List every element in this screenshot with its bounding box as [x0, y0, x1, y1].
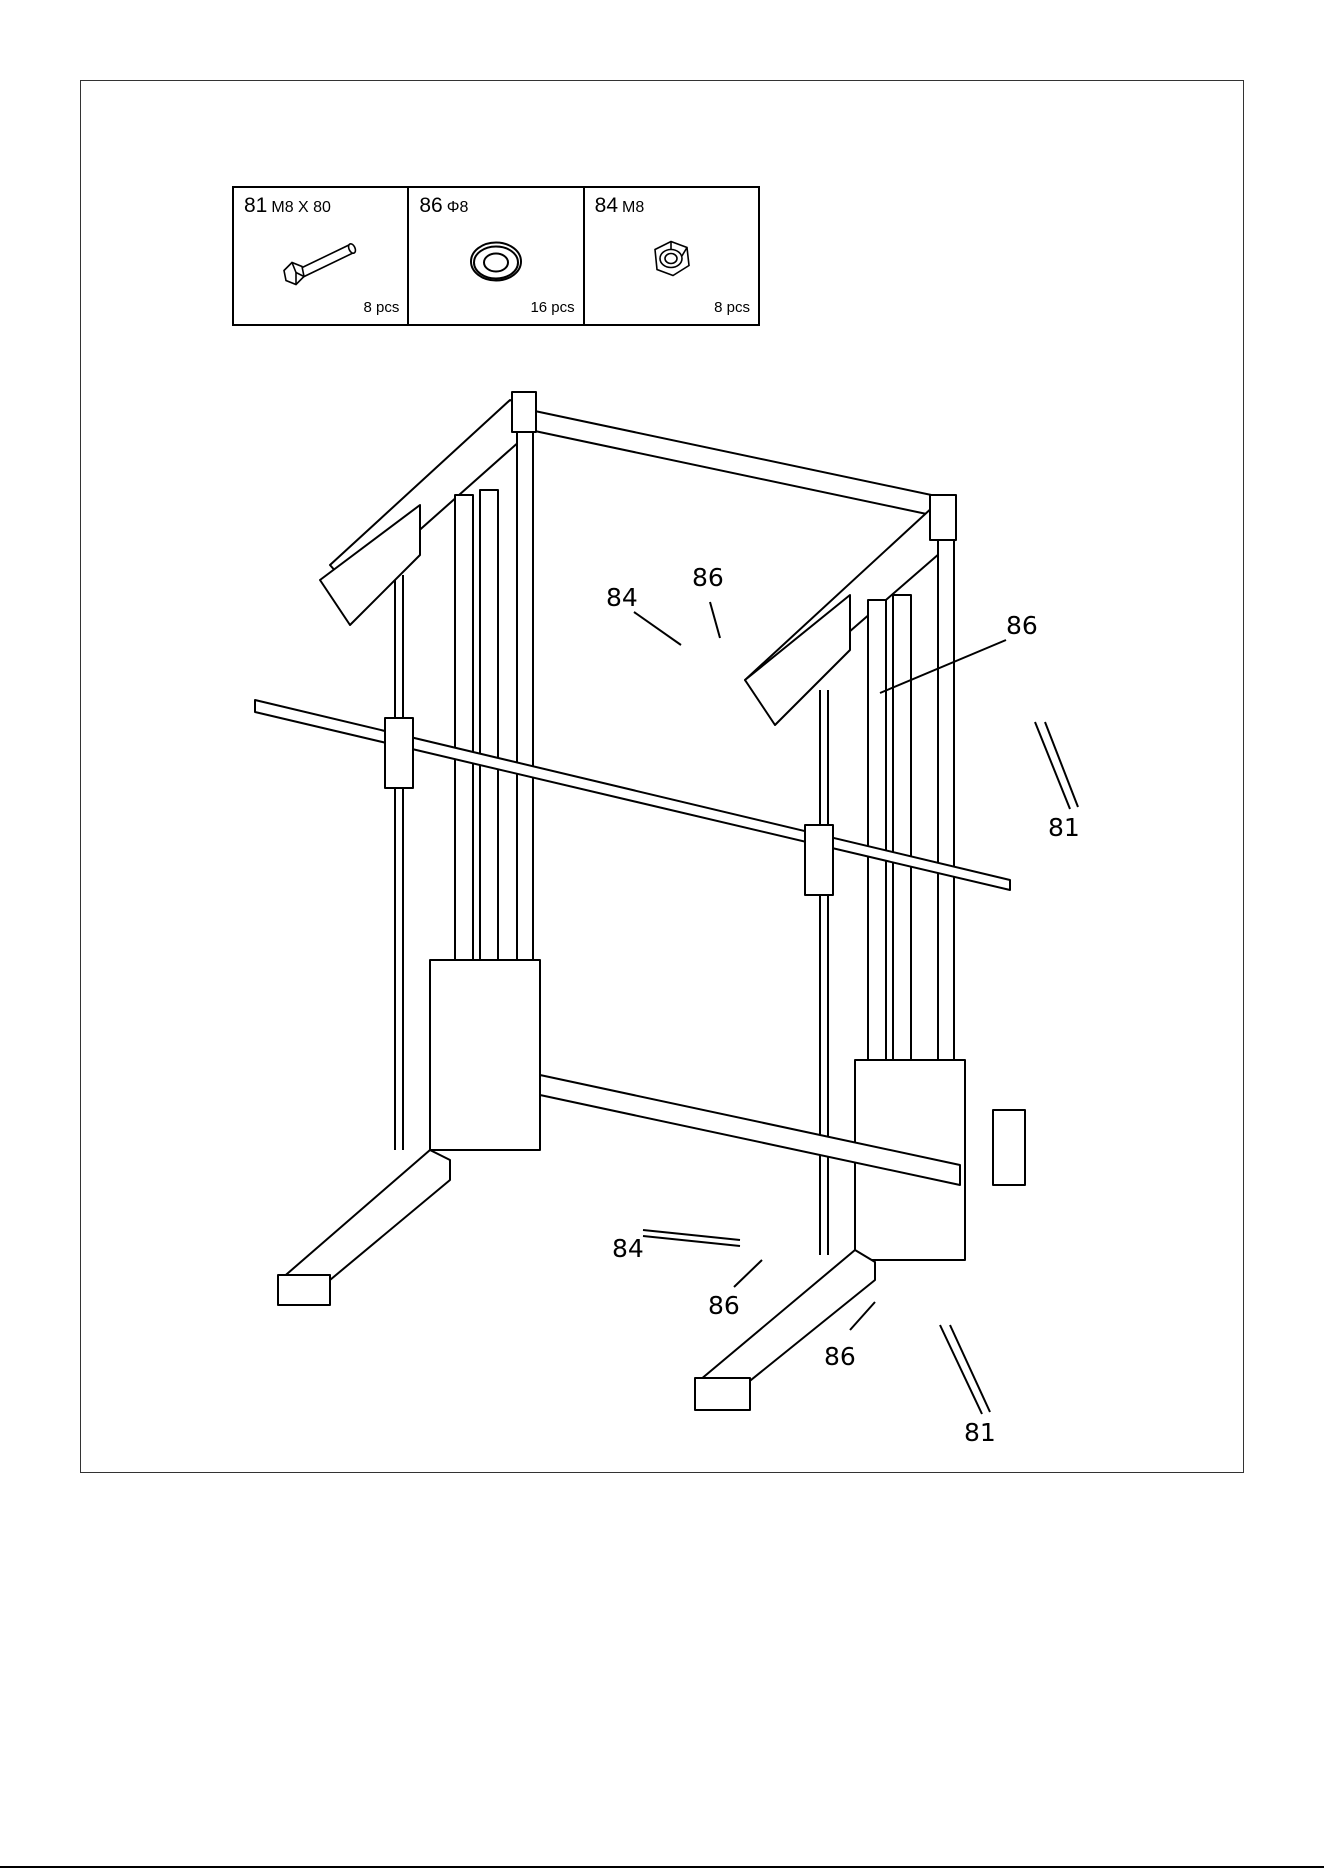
callout-labels: 84 86 86 81 84 86 86 81 — [606, 563, 1080, 1447]
callout-washer-lower-left: 86 — [708, 1291, 740, 1320]
callout-bolt-upper-right: 81 — [1048, 813, 1080, 842]
callout-washer-upper-left: 86 — [692, 563, 724, 592]
page-bottom-rule — [0, 1866, 1324, 1868]
callout-nut-upper: 84 — [606, 583, 638, 612]
callout-bolt-lower-right: 81 — [964, 1418, 996, 1447]
callout-washer-upper-right: 86 — [1006, 611, 1038, 640]
callout-washer-lower-right: 86 — [824, 1342, 856, 1371]
callout-nut-lower: 84 — [612, 1234, 644, 1263]
